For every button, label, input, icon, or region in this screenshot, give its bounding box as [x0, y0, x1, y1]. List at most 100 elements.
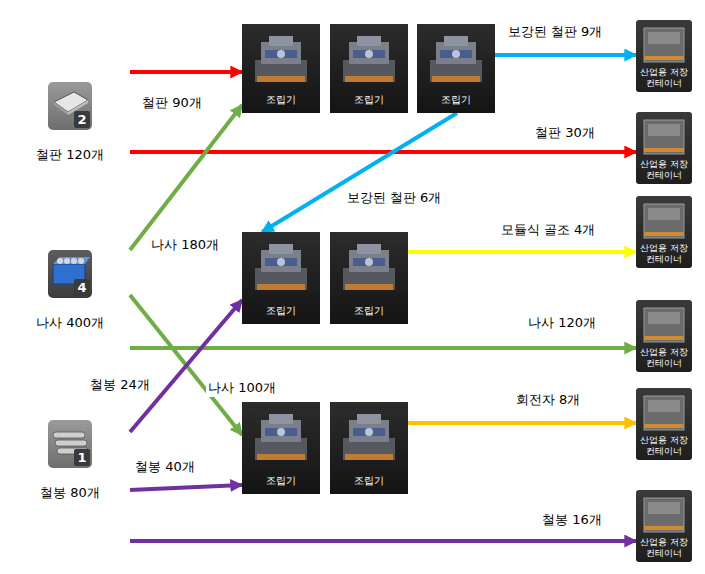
machine-picture	[277, 258, 285, 266]
flow-arrow	[130, 70, 242, 74]
screw-picture	[57, 258, 63, 264]
rod-picture	[53, 432, 85, 438]
storage-container: 산업용 저장 컨테이너	[636, 300, 692, 372]
tier-number: 4	[74, 279, 90, 296]
container-picture	[644, 56, 684, 60]
resource-label: 나사 400개	[36, 314, 104, 332]
rod-picture	[55, 440, 87, 446]
assembler-box: 조립기	[330, 24, 408, 113]
machine-picture	[444, 36, 468, 46]
container-picture	[648, 502, 680, 514]
screw-box-picture	[53, 257, 90, 264]
storage-container: 산업용 저장 컨테이너	[636, 388, 692, 460]
container-picture	[644, 232, 684, 236]
machine-picture	[345, 284, 393, 290]
machine-label: 조립기	[266, 304, 296, 318]
screw-picture	[71, 258, 77, 264]
assembler-box: 조립기	[330, 402, 408, 494]
machine-picture	[440, 50, 472, 58]
machine-picture	[432, 76, 480, 82]
machine-label: 조립기	[354, 93, 384, 107]
container-picture	[644, 120, 684, 154]
flow-label: 모듈식 골조 4개	[499, 221, 598, 239]
resource-item: 1 철봉 80개	[10, 410, 130, 550]
machine-label: 조립기	[354, 304, 384, 318]
resource-item: 4 나사 400개	[10, 238, 130, 356]
flow-label: 나사 100개	[206, 379, 278, 397]
flow-label: 철판 90개	[140, 94, 204, 112]
assembler-picture	[330, 24, 408, 86]
assembler-picture	[330, 232, 408, 294]
assembler-picture	[242, 232, 320, 294]
container-label: 산업용 저장 컨테이너	[639, 67, 689, 88]
container-picture	[648, 208, 680, 220]
container-picture	[644, 308, 684, 342]
container-picture	[648, 400, 680, 412]
flow-arrow	[262, 113, 457, 232]
machine-picture	[265, 50, 297, 58]
container-icon	[636, 196, 692, 242]
storage-container: 산업용 저장 컨테이너	[636, 490, 692, 562]
plate-picture	[54, 92, 88, 112]
container-picture	[648, 124, 680, 136]
assembler-picture	[330, 402, 408, 464]
container-icon	[636, 20, 692, 66]
machine-label: 조립기	[441, 93, 471, 107]
flow-arrow	[408, 250, 636, 254]
container-picture	[644, 396, 684, 430]
screw-picture	[64, 258, 70, 264]
flow-arrow	[130, 300, 242, 432]
tier-number: 2	[74, 111, 90, 128]
machine-picture	[365, 258, 373, 266]
tier-number: 1	[74, 449, 90, 466]
machine-picture	[257, 454, 305, 460]
machine-label: 조립기	[266, 93, 296, 107]
flow-label: 나사 180개	[149, 236, 221, 254]
screw-picture	[78, 258, 84, 264]
flow-arrow	[130, 295, 242, 435]
container-picture	[648, 312, 680, 324]
container-icon	[636, 112, 692, 158]
flow-arrow	[130, 485, 242, 490]
item-icon: 4	[48, 250, 92, 298]
assembler-picture	[242, 402, 320, 464]
resource-item: 2철판 120개	[10, 62, 130, 168]
machine-label: 조립기	[354, 474, 384, 488]
item-icon: 1	[48, 420, 92, 468]
assembler-box: 조립기	[242, 402, 320, 494]
assembler-picture	[417, 24, 495, 86]
flow-label: 나사 120개	[526, 314, 598, 332]
assembler-box: 조립기	[242, 232, 320, 324]
flow-arrow	[495, 53, 636, 57]
flow-arrow	[408, 421, 636, 425]
item-icon: 2	[48, 82, 92, 130]
flow-label: 회전자 8개	[514, 391, 582, 409]
machine-picture	[353, 50, 385, 58]
flow-arrow	[130, 105, 242, 250]
machine-picture	[353, 258, 385, 266]
machine-label: 조립기	[266, 474, 296, 488]
flow-label: 보강된 철판 9개	[506, 23, 605, 41]
machine-picture	[357, 36, 381, 46]
assembler-box: 조립기	[417, 24, 495, 113]
container-picture	[644, 424, 684, 428]
flow-label: 철봉 16개	[540, 511, 604, 529]
machine-picture	[365, 428, 373, 436]
machine-picture	[345, 76, 393, 82]
machine-picture	[277, 50, 285, 58]
flow-arrow	[130, 539, 636, 543]
resource-label: 철봉 80개	[40, 484, 100, 502]
assembler-box: 조립기	[330, 232, 408, 324]
container-label: 산업용 저장 컨테이너	[639, 347, 689, 368]
container-icon	[636, 300, 692, 346]
storage-container: 산업용 저장 컨테이너	[636, 20, 692, 92]
storage-container: 산업용 저장 컨테이너	[636, 196, 692, 268]
machine-picture	[452, 50, 460, 58]
machine-picture	[269, 36, 293, 46]
container-label: 산업용 저장 컨테이너	[639, 435, 689, 456]
machine-picture	[265, 428, 297, 436]
container-picture	[644, 336, 684, 340]
machine-picture	[265, 258, 297, 266]
